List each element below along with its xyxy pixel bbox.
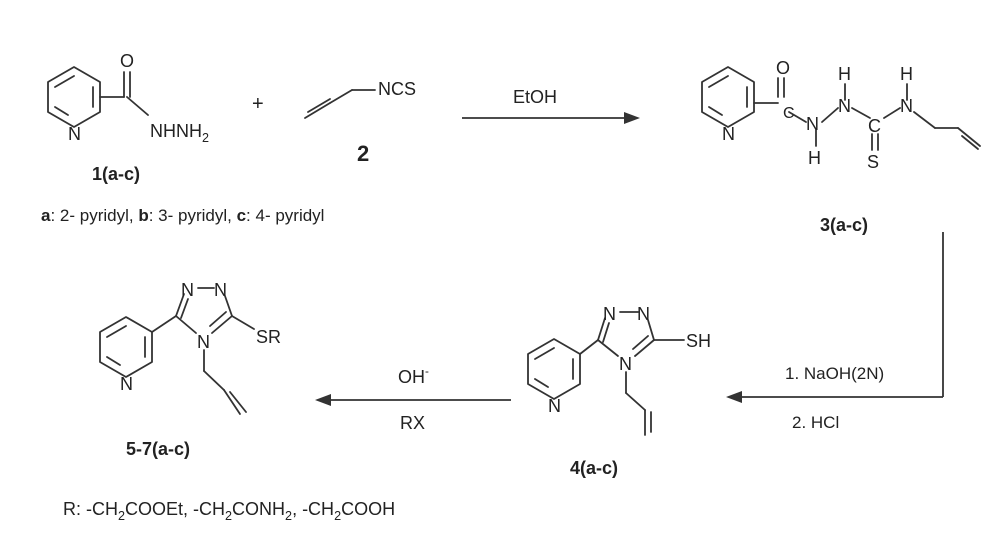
c3-label: 3(a-c) [820,215,869,235]
c3-h3: H [900,64,913,84]
compound-2-structure [304,89,376,119]
c3-h2: H [838,64,851,84]
compound-4-structure: N N N SH N [527,304,711,436]
legend-r-groups: R: -CH2COOEt, -CH2CONH2, -CH2COOH [63,499,396,523]
c4-n4: N [619,354,632,374]
c57-n1: N [181,280,194,300]
c4-ring-nitrogen: N [548,396,561,416]
c57-label: 5-7(a-c) [126,439,191,459]
c57-n2: N [214,280,227,300]
c57-ring-nitrogen: N [120,374,133,394]
compound-5-7-structure: N N N SR N [99,280,281,415]
arrow-ethanol [462,112,640,124]
c57-thioether: SR [256,327,281,347]
compound-3-structure: O C N H N H C S N H N [701,58,981,172]
arrow3-base: OH- [398,365,429,387]
c1-label: 1(a-c) [92,164,141,184]
c3-n1: N [806,114,819,134]
arrow-cyclization [726,232,944,403]
arrow2-step1: 1. NaOH(2N) [785,364,885,383]
c2-label: 2 [357,141,370,166]
arrow1-reagent: EtOH [513,87,558,107]
c4-label: 4(a-c) [570,458,619,478]
c3-n2: N [838,96,851,116]
c4-n1: N [603,304,616,324]
plus-sign: + [252,93,264,115]
c1-hydrazide: NHNH2 [150,121,210,145]
arrow-alkylation [315,394,511,406]
compound-1-structure: O N [47,51,149,144]
arrow3-alkyl-halide: RX [400,413,426,433]
c3-sulfur: S [867,152,879,172]
c4-n2: N [637,304,650,324]
c3-h1: H [808,148,821,168]
c57-n4: N [197,332,210,352]
c3-oxygen: O [776,58,790,78]
c4-thiol: SH [686,331,711,351]
c2-isothiocyanate: NCS [378,79,417,99]
c3-ring-nitrogen: N [722,124,735,144]
c1-ring-nitrogen: N [68,124,81,144]
c3-n3: N [900,96,913,116]
c3-thio-c: C [868,116,881,136]
arrow2-step2: 2. HCl [792,413,840,432]
legend-pyridyl-variants: a: 2- pyridyl, b: 3- pyridyl, c: 4- pyri… [41,206,325,225]
c1-oxygen: O [120,51,134,71]
c3-carbonyl-c: C [783,105,795,122]
